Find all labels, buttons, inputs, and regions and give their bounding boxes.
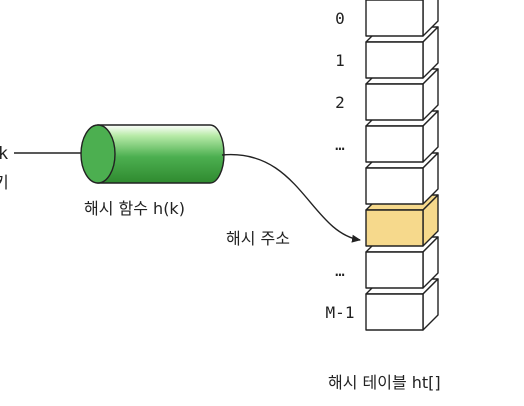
hash-table xyxy=(365,0,439,331)
hash-table-indices: M-1 … … 2 1 0 xyxy=(326,9,355,322)
hash-table-label: 해시 테이블 ht[] xyxy=(328,373,441,392)
hash-table-index-label: M-1 xyxy=(326,303,355,322)
hash-address-label: 해시 주소 xyxy=(226,229,290,248)
hash-table-index-label: … xyxy=(335,261,345,280)
hash-table-index-label: … xyxy=(335,135,345,154)
hash-table-index-label: 2 xyxy=(335,93,345,112)
hash-function-label: 해시 함수 h(k) xyxy=(84,199,185,218)
hash-function-cylinder xyxy=(80,124,225,184)
hash-table-index-label: 0 xyxy=(335,9,345,28)
hash-address-arrow xyxy=(221,154,361,243)
hash-table-cell xyxy=(365,0,439,37)
hash-table-cell-highlighted xyxy=(365,194,439,247)
key-symbol: k xyxy=(0,144,8,164)
hash-table-index-label: 1 xyxy=(335,51,345,70)
key-label: 키 xyxy=(0,173,9,192)
